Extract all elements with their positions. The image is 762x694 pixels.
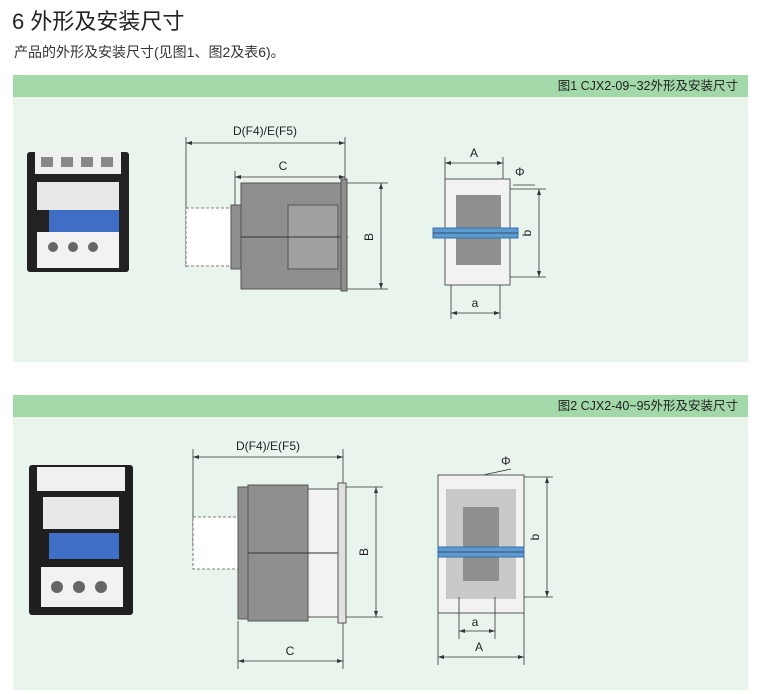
- dim-b-upper-label: B: [357, 548, 371, 556]
- contactor-photo-icon: [27, 152, 129, 272]
- figure2-drawing: D(F4)/E(F5) B C Φ: [29, 439, 553, 669]
- dim-c-label: C: [286, 644, 295, 658]
- front-view-drawing: Φ b a A: [437, 454, 553, 665]
- dim-a-upper-label: A: [470, 146, 478, 160]
- dim-a-lower-label: a: [472, 615, 479, 629]
- side-view-drawing: D(F4)/E(F5) B C: [192, 439, 383, 669]
- dim-phi-label: Φ: [515, 165, 525, 179]
- dim-b-upper-label: B: [362, 233, 376, 241]
- dim-c-label: C: [279, 159, 288, 173]
- dim-b-lower-label: b: [520, 229, 534, 236]
- dim-a-upper-label: A: [475, 640, 483, 654]
- front-view-drawing: A Φ b a: [432, 146, 546, 319]
- dim-phi-label: Φ: [501, 454, 511, 468]
- figure2-caption: 图2 CJX2-40~95外形及安装尺寸: [13, 395, 748, 417]
- figure1-caption: 图1 CJX2-09~32外形及安装尺寸: [13, 75, 748, 97]
- side-view-drawing: D(F4)/E(F5) C B: [185, 124, 388, 292]
- figure1-drawing: D(F4)/E(F5) C B A: [27, 124, 546, 319]
- section-title: 6 外形及安装尺寸: [12, 9, 185, 34]
- dim-d-e-label: D(F4)/E(F5): [233, 124, 297, 138]
- dim-d-e-label: D(F4)/E(F5): [236, 439, 300, 453]
- contactor-photo-icon: [29, 465, 133, 615]
- figure2-panel: 图2 CJX2-40~95外形及安装尺寸 D(F4)/E(F5): [13, 395, 748, 690]
- dim-b-lower-label: b: [528, 533, 542, 540]
- dim-a-lower-label: a: [472, 296, 479, 310]
- section-subtitle: 产品的外形及安装尺寸(见图1、图2及表6)。: [14, 44, 285, 60]
- figure1-panel: 图1 CJX2-09~32外形及安装尺寸 D(F4)/E(F5): [13, 75, 748, 362]
